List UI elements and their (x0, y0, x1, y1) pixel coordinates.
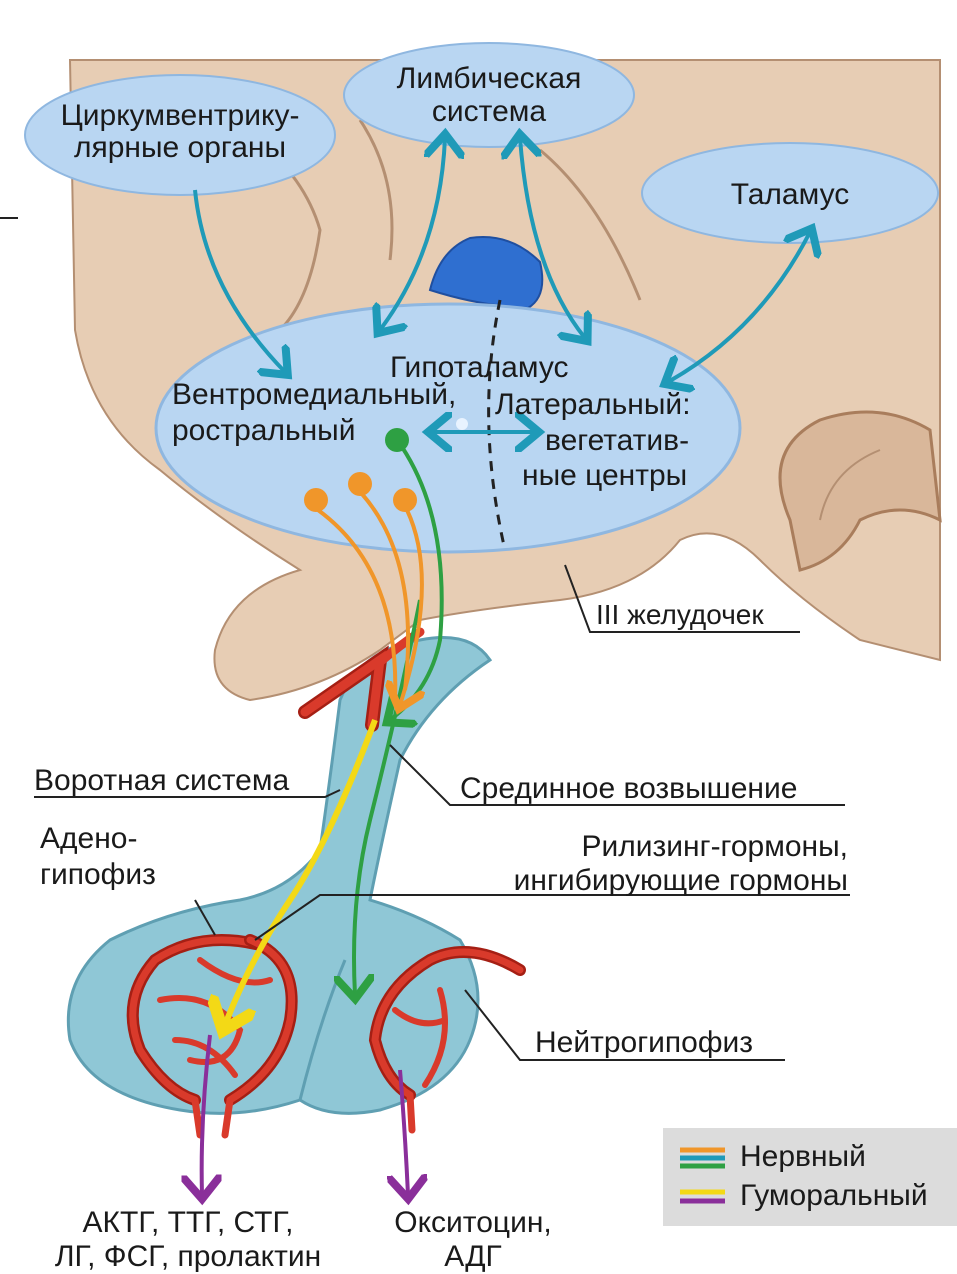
label-limbic-1: Лимбическая (397, 62, 582, 95)
label-adenohypophysis-2: гипофиз (40, 858, 156, 891)
legend-humoral-label: Гуморальный (740, 1179, 928, 1212)
legend-nervous-label: Нервный (740, 1140, 866, 1173)
label-adeno-hormones-2: ЛГ, ФСГ, пролактин (55, 1240, 321, 1273)
legend: Нервный Гуморальный (663, 1128, 957, 1226)
label-circumventricular-1: Циркумвентрику- (61, 99, 300, 132)
label-releasing-2: ингибирующие гормоны (514, 864, 848, 897)
orange-neuron-2 (348, 472, 372, 496)
label-lateral-2: вегетатив- (545, 424, 689, 457)
label-ventromedial-1: Вентромедиальный, (172, 378, 456, 411)
label-third-ventricle: III желудочек (596, 599, 764, 630)
orange-neuron-3 (393, 488, 417, 512)
label-ventromedial-2: ростральный (172, 414, 356, 447)
label-thalamus: Таламус (731, 178, 849, 211)
label-releasing-1: Рилизинг-гормоны, (582, 830, 848, 863)
label-portal-system: Воротная система (34, 764, 289, 797)
green-neuron (385, 428, 409, 452)
label-adenohypophysis-1: Адено- (40, 822, 137, 855)
orange-neuron-1 (304, 488, 328, 512)
label-median-eminence: Срединное возвышение (460, 772, 797, 805)
label-adeno-hormones-1: АКТГ, ТТГ, СТГ, (83, 1206, 294, 1239)
label-lateral-3: ные центры (522, 459, 687, 492)
label-neuro-hormones-2: АДГ (444, 1240, 502, 1273)
label-neurohypophysis: Нейтрогипофиз (535, 1026, 753, 1059)
neuro-vessel-out (410, 1095, 412, 1130)
label-lateral-1: Латеральный: (495, 388, 691, 421)
label-limbic-2: система (432, 95, 546, 128)
label-circumventricular-2: лярные органы (74, 131, 286, 164)
label-neuro-hormones-1: Окситоцин, (394, 1206, 552, 1239)
hypothalamus-center-mark (456, 418, 468, 430)
